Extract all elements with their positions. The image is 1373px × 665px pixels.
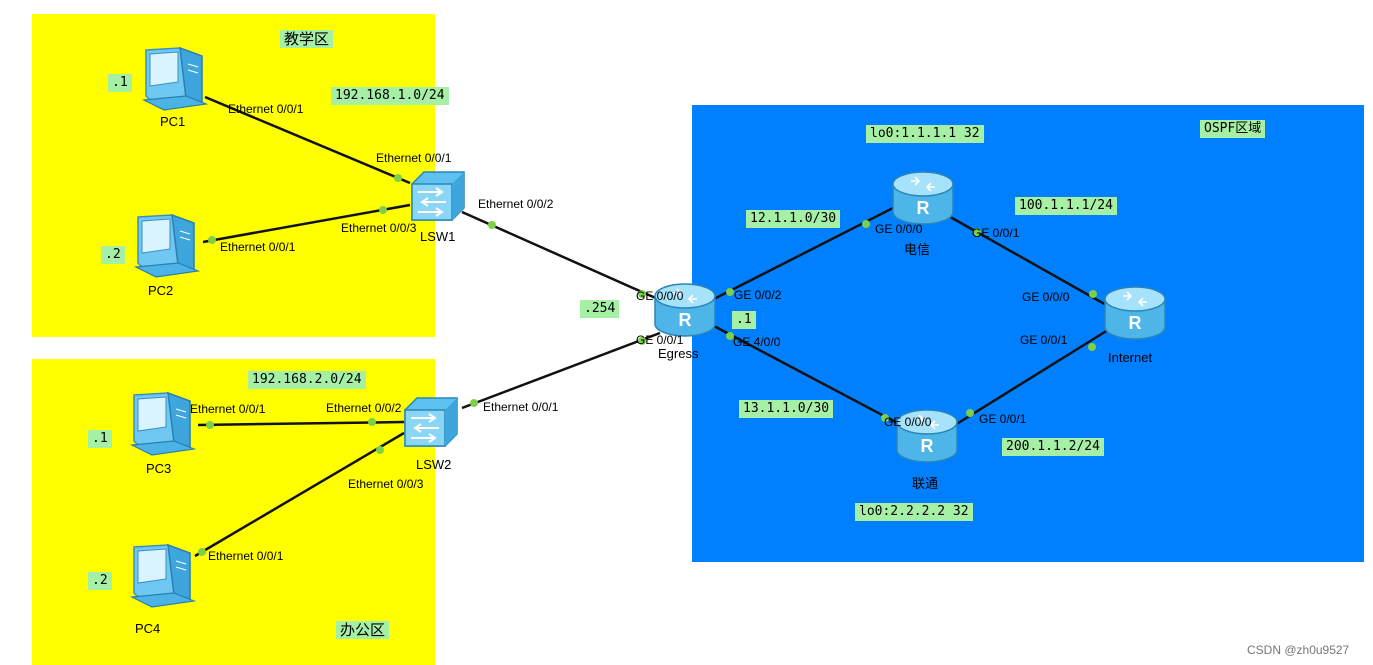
teaching-subnet-label: 192.168.1.0/24 bbox=[331, 87, 449, 105]
dianxin-router-icon bbox=[892, 171, 954, 225]
office-zone-label: 办公区 bbox=[336, 621, 390, 639]
port-dot bbox=[206, 421, 214, 429]
port-dot bbox=[376, 446, 384, 454]
link-egress-liantong bbox=[711, 323, 904, 428]
egress-lan-ip-tag: .254 bbox=[580, 300, 620, 318]
dianxin-name: 电信 bbox=[904, 242, 931, 257]
ospf-zone bbox=[692, 105, 1364, 562]
port-label: Ethernet 0/0/2 bbox=[478, 197, 554, 211]
port-label: GE 0/0/0 bbox=[884, 415, 932, 429]
link-liantong-internet bbox=[954, 328, 1109, 427]
liantong-name: 联通 bbox=[912, 476, 939, 491]
egress-wan-ip-tag: .1 bbox=[732, 311, 756, 329]
teaching-zone-label: 教学区 bbox=[280, 30, 334, 48]
port-label: GE 0/0/1 bbox=[636, 333, 684, 347]
port-label: GE 0/0/1 bbox=[972, 226, 1020, 240]
office-subnet-label: 192.168.2.0/24 bbox=[248, 371, 366, 389]
port-dot bbox=[368, 418, 376, 426]
pc3-ip-tag: .1 bbox=[88, 430, 112, 448]
port-label: Ethernet 0/0/3 bbox=[341, 221, 417, 235]
port-label: Ethernet 0/0/1 bbox=[220, 240, 296, 254]
pc1-ip-tag: .1 bbox=[108, 74, 132, 92]
link-pc1-lsw1 bbox=[204, 95, 411, 185]
pc4-icon bbox=[131, 544, 195, 608]
net-dianxin-internet-tag: 100.1.1.1/24 bbox=[1015, 197, 1117, 215]
link-dianxin-internet bbox=[944, 212, 1109, 308]
port-dot bbox=[1089, 290, 1097, 298]
port-dot bbox=[1088, 343, 1096, 351]
pc2-ip-tag: .2 bbox=[101, 246, 125, 264]
port-dot bbox=[726, 332, 734, 340]
port-dot bbox=[966, 409, 974, 417]
internet-name: Internet bbox=[1108, 350, 1153, 365]
port-dot bbox=[638, 337, 646, 345]
pc2-icon bbox=[135, 214, 199, 278]
port-label: Ethernet 0/0/1 bbox=[483, 400, 559, 414]
port-dot bbox=[394, 174, 402, 182]
port-label: GE 0/0/2 bbox=[734, 288, 782, 302]
port-label: GE 0/0/1 bbox=[1020, 333, 1068, 347]
port-dot bbox=[862, 220, 870, 228]
port-label: GE 0/0/0 bbox=[875, 222, 923, 236]
lsw2-switch-icon bbox=[404, 397, 458, 447]
port-dot bbox=[470, 399, 478, 407]
net-egress-dianxin-tag: 12.1.1.0/30 bbox=[746, 210, 841, 228]
port-dot bbox=[881, 414, 889, 422]
pc4-ip-tag: .2 bbox=[88, 572, 112, 590]
port-dot bbox=[638, 290, 646, 298]
lsw2-name: LSW2 bbox=[416, 457, 452, 472]
link-pc2-lsw1 bbox=[202, 203, 411, 244]
port-dot bbox=[488, 221, 496, 229]
port-dot bbox=[198, 548, 206, 556]
port-label: Ethernet 0/0/1 bbox=[376, 151, 452, 165]
net-liantong-internet-tag: 200.1.1.2/24 bbox=[1002, 438, 1104, 456]
port-dot bbox=[379, 206, 387, 214]
link-pc4-lsw2 bbox=[194, 431, 405, 558]
port-label: GE 0/0/1 bbox=[979, 412, 1027, 426]
egress-name: Egress bbox=[658, 346, 699, 361]
pc1-name: PC1 bbox=[160, 114, 186, 129]
pc3-icon bbox=[131, 392, 195, 456]
loopback-dianxin-tag: lo0:1.1.1.1 32 bbox=[866, 125, 984, 143]
lsw1-switch-icon bbox=[411, 171, 465, 221]
port-dot bbox=[973, 228, 981, 236]
ospf-zone-label: OSPF区域 bbox=[1200, 120, 1266, 138]
internet-router-icon bbox=[1104, 286, 1166, 340]
lsw1-name: LSW1 bbox=[420, 229, 456, 244]
port-label: Ethernet 0/0/1 bbox=[228, 102, 304, 116]
port-label: GE 0/0/0 bbox=[636, 289, 684, 303]
port-label: GE 0/0/0 bbox=[1022, 290, 1070, 304]
port-label: GE 4/0/0 bbox=[733, 335, 781, 349]
loopback-liantong-tag: lo0:2.2.2.2 32 bbox=[855, 503, 973, 521]
pc2-name: PC2 bbox=[148, 283, 174, 298]
port-label: Ethernet 0/0/3 bbox=[348, 477, 424, 491]
port-dot bbox=[726, 288, 734, 296]
net-egress-liantong-tag: 13.1.1.0/30 bbox=[739, 400, 834, 418]
pc3-name: PC3 bbox=[146, 461, 172, 476]
office-zone bbox=[32, 359, 435, 665]
port-label: Ethernet 0/0/1 bbox=[190, 402, 266, 416]
link-lsw2-egress bbox=[461, 331, 661, 410]
port-label: Ethernet 0/0/1 bbox=[208, 549, 284, 563]
watermark: CSDN @zh0u9527 bbox=[1247, 643, 1350, 657]
pc4-name: PC4 bbox=[135, 621, 161, 636]
pc1-icon bbox=[143, 47, 207, 111]
teaching-zone bbox=[32, 14, 435, 337]
port-label: Ethernet 0/0/2 bbox=[326, 401, 402, 415]
port-dot bbox=[208, 236, 216, 244]
